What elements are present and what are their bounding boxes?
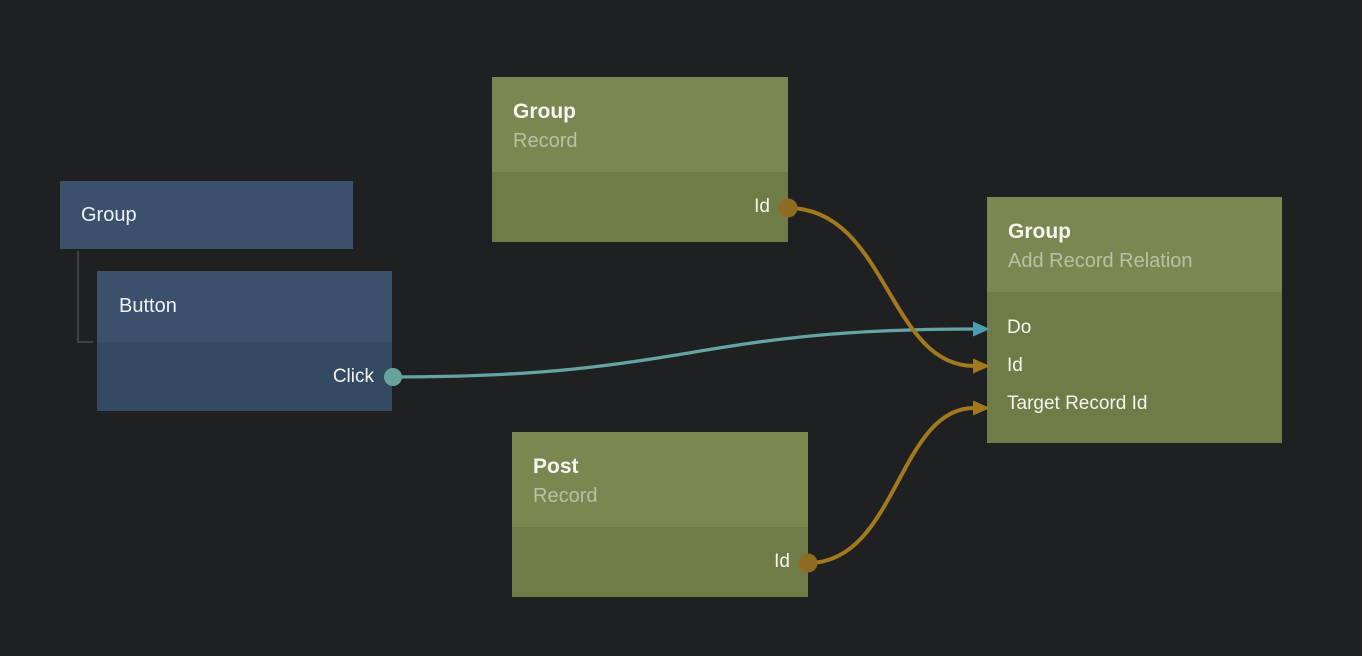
node-subtitle: Record — [533, 485, 598, 507]
node-group-frame[interactable]: Group — [60, 181, 353, 249]
node-group-record-ports: Id — [492, 172, 788, 242]
node-post-record[interactable]: Post Record Id — [512, 432, 808, 597]
output-row-id[interactable]: Id — [492, 172, 788, 242]
port-label-id: Id — [754, 196, 770, 217]
node-add-record-relation[interactable]: Group Add Record Relation Do Id Target R… — [987, 197, 1282, 443]
port-label-click: Click — [332, 365, 374, 387]
port-label-do: Do — [1007, 317, 1032, 338]
node-title: Group — [513, 100, 576, 123]
node-subtitle: Record — [513, 130, 578, 152]
node-post-record-ports: Id — [512, 527, 808, 597]
node-title: Group — [81, 203, 137, 226]
edge-click-to-do[interactable] — [392, 327, 975, 379]
port-label-id: Id — [774, 551, 790, 572]
node-title: Group — [1008, 220, 1071, 243]
node-group-record[interactable]: Group Record Id — [492, 77, 788, 242]
port-label-id: Id — [1007, 355, 1023, 376]
node-add-record-relation-ports: Do Id Target Record Id — [987, 292, 1282, 443]
node-subtitle: Add Record Relation — [1008, 250, 1193, 272]
input-row-target-record-id[interactable]: Target Record Id — [987, 385, 1282, 423]
edge-post-record-id-to-target-record-id[interactable] — [807, 406, 975, 565]
output-row-id[interactable]: Id — [512, 527, 808, 597]
node-add-record-relation-header[interactable]: Group Add Record Relation — [987, 197, 1282, 292]
node-button-header[interactable]: Button — [97, 271, 392, 342]
input-row-do[interactable]: Do — [987, 309, 1282, 347]
port-label-target-record-id: Target Record Id — [1007, 393, 1148, 414]
node-button[interactable]: Button Click — [97, 271, 392, 411]
output-row-click[interactable]: Click — [97, 342, 392, 411]
node-post-record-header[interactable]: Post Record — [512, 432, 808, 527]
edge-group-record-id-to-id[interactable] — [787, 206, 975, 368]
node-button-ports: Click — [97, 342, 392, 411]
input-row-id[interactable]: Id — [987, 347, 1282, 385]
node-group-record-header[interactable]: Group Record — [492, 77, 788, 172]
node-title: Button — [119, 295, 177, 317]
node-title: Post — [533, 455, 579, 478]
hierarchy-connector — [77, 251, 93, 343]
